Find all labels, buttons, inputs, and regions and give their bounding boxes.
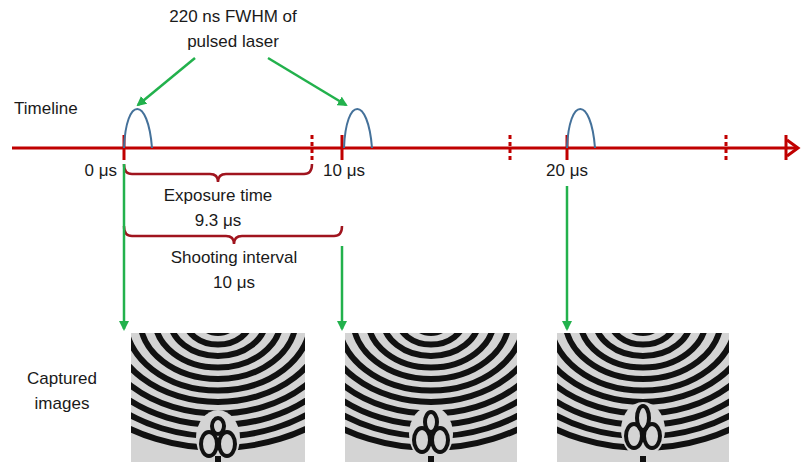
exposure-label: Exposure time 9.3 μs [156, 183, 281, 233]
fringe-image [131, 333, 305, 462]
fringe-image [345, 333, 517, 462]
time-tick-label: 20 μs [546, 158, 588, 183]
pulse-pointer-arrows [138, 58, 346, 105]
dotted-tick-marks [312, 135, 726, 160]
laser-pulses [124, 109, 595, 148]
time-tick-label: 0 μs [85, 158, 117, 183]
timeline-arrowhead [787, 140, 798, 156]
pulse-label: 220 ns FWHM of pulsed laser [158, 4, 308, 54]
axis-label: Timeline [14, 96, 78, 121]
captured-fringe-images [50, 190, 803, 462]
fringe-image [557, 333, 729, 462]
interval-label: Shooting interval 10 μs [159, 245, 309, 295]
exposure-bracket [124, 164, 312, 182]
capture-arrows [124, 164, 567, 329]
time-tick-label: 10 μs [323, 158, 365, 183]
tick-marks [124, 135, 786, 160]
timeline-axis [12, 147, 797, 150]
row-label: Captured images [12, 366, 112, 416]
